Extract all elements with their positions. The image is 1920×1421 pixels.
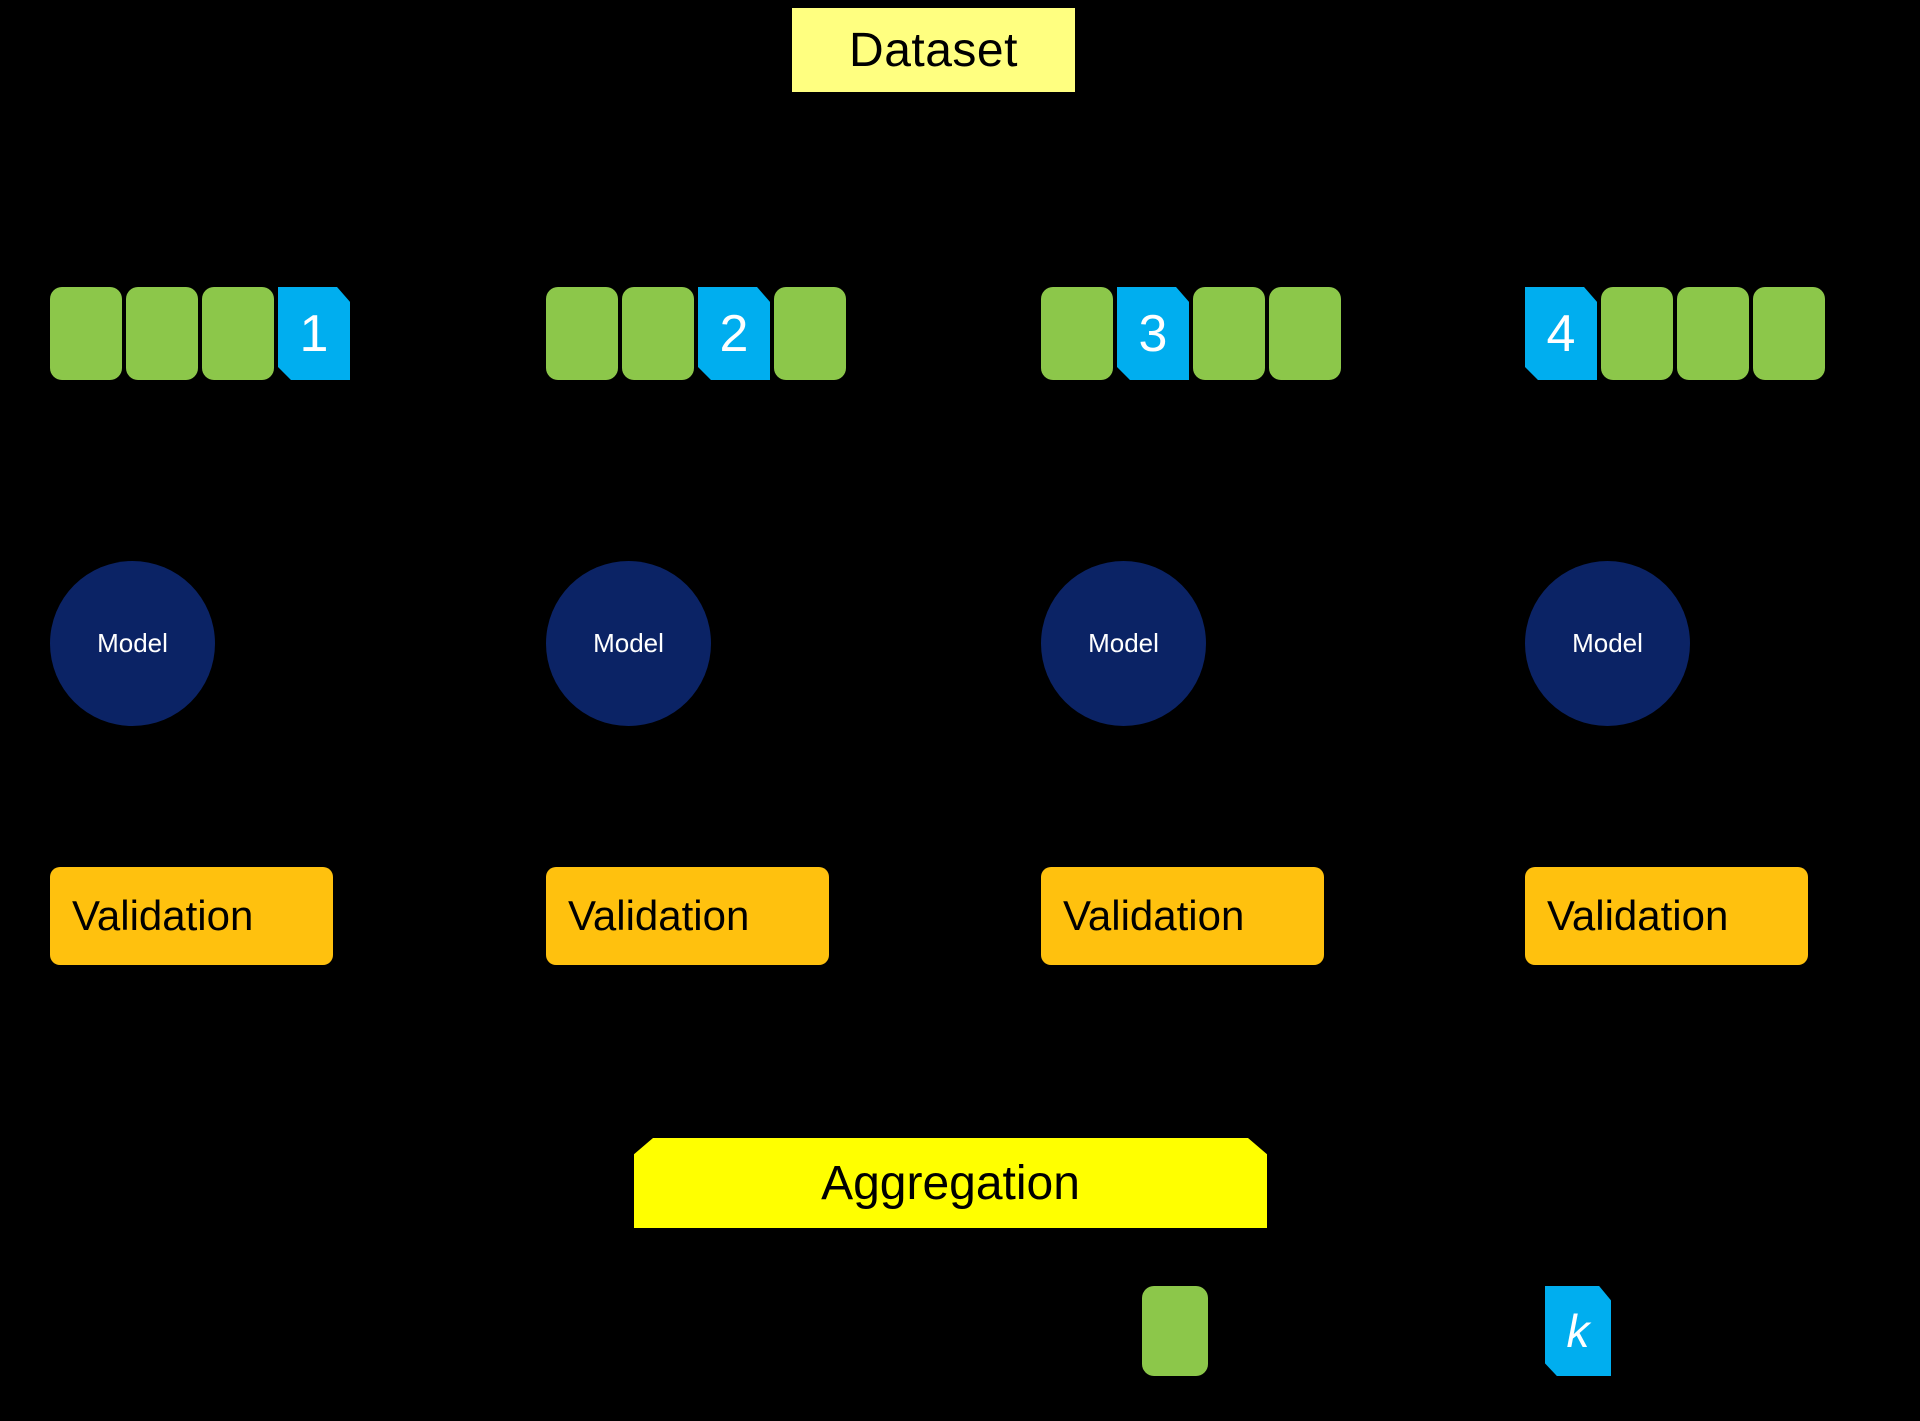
fold-4-block-1-test: 4	[1525, 287, 1597, 380]
model-label-3: Model	[1088, 628, 1159, 658]
model-circle-1: Model	[50, 561, 215, 726]
model-circle-2: Model	[546, 561, 711, 726]
model-label-1: Model	[97, 628, 168, 658]
fold-row-4: 4	[1525, 287, 1829, 387]
dataset-box: Dataset	[791, 7, 1076, 93]
fold-row-1: 1	[50, 287, 354, 387]
validation-box-1: Validation	[50, 867, 333, 965]
fold-1-block-2-train	[126, 287, 198, 380]
validation-box-4: Validation	[1525, 867, 1808, 965]
fold-1-block-4-test: 1	[278, 287, 350, 380]
fold-4-block-4-train	[1753, 287, 1825, 380]
fold-row-2: 2	[546, 287, 850, 387]
fold-3-block-3-train	[1193, 287, 1265, 380]
fold-4-block-3-train	[1677, 287, 1749, 380]
fold-2-number: 2	[719, 304, 749, 363]
validation-label-2: Validation	[568, 892, 750, 939]
model-circle-4: Model	[1525, 561, 1690, 726]
fold-2-block-2-train	[622, 287, 694, 380]
fold-2-block-4-train	[774, 287, 846, 380]
model-circle-3: Model	[1041, 561, 1206, 726]
fold-3-block-1-train	[1041, 287, 1113, 380]
validation-box-3: Validation	[1041, 867, 1324, 965]
validation-box-2: Validation	[546, 867, 829, 965]
fold-4-block-2-train	[1601, 287, 1673, 380]
legend-train-swatch	[1142, 1286, 1208, 1376]
fold-3-number: 3	[1138, 304, 1168, 363]
fold-row-3: 3	[1041, 287, 1345, 387]
model-label-2: Model	[593, 628, 664, 658]
aggregation-box: Aggregation	[634, 1138, 1267, 1228]
fold-4-number: 4	[1546, 304, 1576, 363]
validation-label-3: Validation	[1063, 892, 1245, 939]
fold-2-block-1-train	[546, 287, 618, 380]
dataset-label: Dataset	[849, 23, 1018, 77]
model-label-4: Model	[1572, 628, 1643, 658]
fold-2-block-3-test: 2	[698, 287, 770, 380]
fold-1-block-1-train	[50, 287, 122, 380]
fold-3-block-4-train	[1269, 287, 1341, 380]
fold-3-block-2-test: 3	[1117, 287, 1189, 380]
legend-test-swatch: k	[1545, 1286, 1611, 1376]
fold-1-number: 1	[299, 304, 329, 363]
aggregation-label: Aggregation	[821, 1156, 1080, 1210]
validation-label-4: Validation	[1547, 892, 1729, 939]
fold-1-block-3-train	[202, 287, 274, 380]
validation-label-1: Validation	[72, 892, 254, 939]
legend-k-symbol: k	[1566, 1305, 1590, 1357]
